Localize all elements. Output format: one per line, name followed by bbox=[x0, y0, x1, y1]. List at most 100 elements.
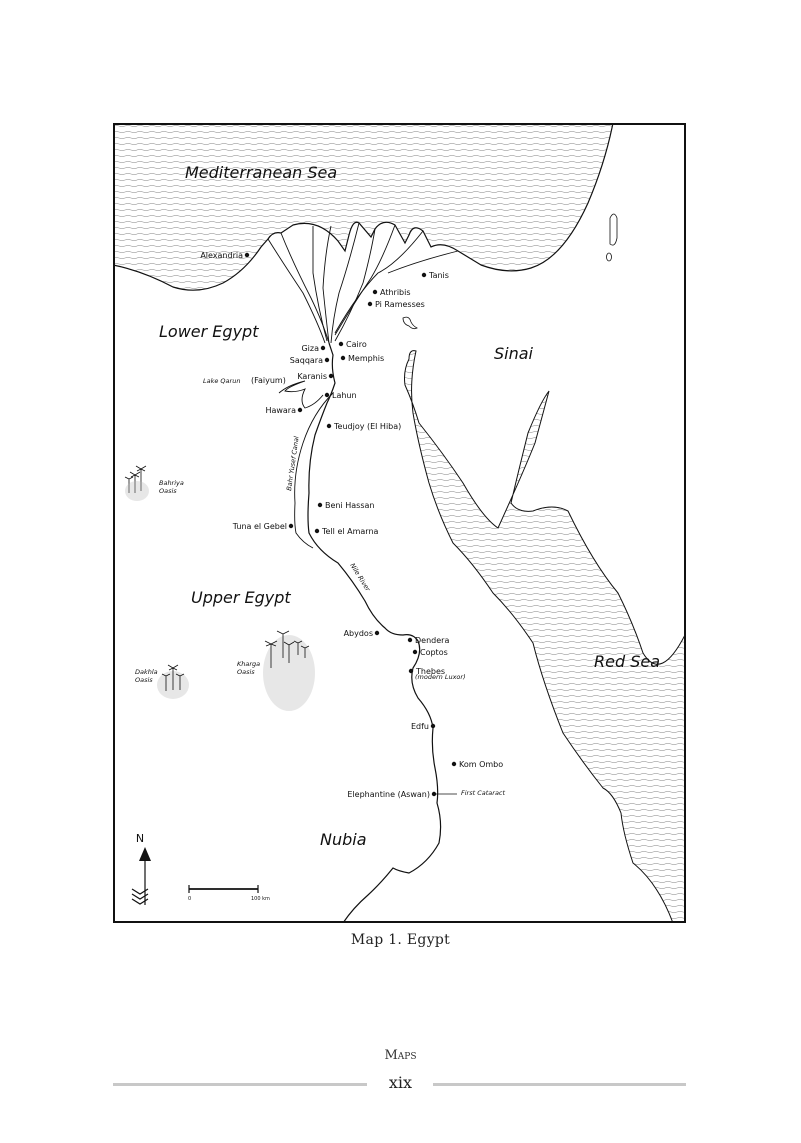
city-marker: Hawara bbox=[265, 406, 303, 415]
city-marker: Giza bbox=[301, 344, 326, 353]
label-faiyum: (Faiyum) bbox=[251, 376, 286, 385]
scale-bar: 0 100 km bbox=[188, 885, 270, 902]
city-marker: Karanis bbox=[297, 372, 334, 381]
city-dot-icon bbox=[412, 649, 418, 655]
label-nubia: Nubia bbox=[320, 830, 367, 849]
city-label: Karanis bbox=[297, 372, 327, 381]
island bbox=[606, 252, 612, 262]
city-label: Pi Ramesses bbox=[375, 300, 425, 309]
island bbox=[609, 213, 618, 246]
lake-qarun-shape bbox=[278, 380, 324, 409]
city-dot-icon bbox=[372, 289, 378, 295]
city-marker: Teudjoy (El Hiba) bbox=[326, 422, 401, 431]
svg-text:Oasis: Oasis bbox=[135, 676, 153, 684]
city-dot-icon bbox=[338, 341, 344, 347]
svg-text:Kharga: Kharga bbox=[237, 660, 260, 668]
label-sinai: Sinai bbox=[494, 344, 534, 363]
city-marker: Pi Ramesses bbox=[367, 300, 425, 309]
city-dot-icon bbox=[340, 355, 346, 361]
city-dot-icon bbox=[324, 392, 330, 398]
city-label: Kom Ombo bbox=[459, 760, 503, 769]
label-mediterranean-sea: Mediterranean Sea bbox=[185, 163, 337, 182]
city-marker: Lahun bbox=[324, 391, 357, 400]
city-label: Tell el Amarna bbox=[321, 527, 379, 536]
city-label: Coptos bbox=[420, 648, 448, 657]
city-dot-icon bbox=[244, 252, 250, 258]
label-lower-egypt: Lower Egypt bbox=[159, 322, 259, 341]
map-egypt: Mediterranean Sea Lower Egypt Sinai Uppe… bbox=[113, 123, 686, 923]
city-marker: Elephantine (Aswan) bbox=[347, 790, 437, 799]
city-marker: Dendera bbox=[407, 636, 449, 645]
svg-text:100 km: 100 km bbox=[251, 896, 270, 902]
city-label: Memphis bbox=[348, 354, 384, 363]
city-dot-icon bbox=[320, 345, 326, 351]
svg-text:Oasis: Oasis bbox=[237, 668, 255, 676]
city-dot-icon bbox=[314, 528, 320, 534]
city-dot-icon bbox=[407, 637, 413, 643]
palm-tree-icon bbox=[161, 664, 185, 691]
city-label: Tanis bbox=[428, 271, 449, 280]
island bbox=[402, 316, 418, 330]
label-bahr-yusef: Bahr Yusef Canal bbox=[285, 436, 301, 492]
city-dot-icon bbox=[324, 357, 330, 363]
city-marker: Beni Hassan bbox=[317, 501, 374, 510]
nile-river bbox=[307, 342, 442, 923]
label-first-cataract: First Cataract bbox=[461, 789, 506, 797]
map-canvas: Mediterranean Sea Lower Egypt Sinai Uppe… bbox=[113, 123, 686, 923]
city-label: Alexandria bbox=[200, 251, 243, 260]
city-dot-icon bbox=[367, 301, 373, 307]
city-marker: Coptos bbox=[412, 648, 448, 657]
label-upper-egypt: Upper Egypt bbox=[191, 588, 291, 607]
kharga-oasis: Kharga Oasis bbox=[237, 630, 315, 711]
svg-text:Dakhla: Dakhla bbox=[135, 668, 158, 676]
city-marker: Edfu bbox=[411, 722, 436, 731]
city-marker: Thebes bbox=[408, 667, 445, 676]
city-dot-icon bbox=[374, 630, 380, 636]
footer-section-title: Maps bbox=[384, 1048, 417, 1063]
svg-text:Bahriya: Bahriya bbox=[159, 479, 184, 487]
label-red-sea: Red Sea bbox=[594, 652, 660, 671]
city-label: Hawara bbox=[265, 406, 296, 415]
city-dot-icon bbox=[421, 272, 427, 278]
city-label: Edfu bbox=[411, 722, 429, 731]
city-marker: Kom Ombo bbox=[451, 760, 503, 769]
bahriya-oasis: Bahriya Oasis bbox=[124, 465, 184, 501]
city-label: Tuna el Gebel bbox=[232, 522, 287, 531]
label-modern-luxor: (modern Luxor) bbox=[415, 673, 466, 681]
north-arrow-icon: N bbox=[131, 832, 151, 905]
palm-tree-icon bbox=[124, 465, 147, 493]
dakhla-oasis: Dakhla Oasis bbox=[135, 664, 189, 699]
city-label: Teudjoy (El Hiba) bbox=[333, 422, 401, 431]
mediterranean-sea-water bbox=[113, 123, 614, 291]
city-marker: Alexandria bbox=[200, 251, 250, 260]
label-nile-river: Nile River bbox=[348, 562, 372, 594]
city-dot-icon bbox=[317, 502, 323, 508]
city-dot-icon bbox=[408, 668, 414, 674]
city-marker: Tanis bbox=[421, 271, 449, 280]
city-label: Lahun bbox=[332, 391, 357, 400]
city-label: Dendera bbox=[415, 636, 449, 645]
palm-tree-icon bbox=[264, 630, 310, 668]
city-label: Athribis bbox=[380, 288, 411, 297]
city-marker: Athribis bbox=[372, 288, 411, 297]
city-marker: Abydos bbox=[344, 629, 380, 638]
city-label: Giza bbox=[301, 344, 319, 353]
map-caption: Map 1. Egypt bbox=[350, 932, 451, 948]
nile-delta bbox=[267, 222, 459, 344]
city-dot-icon bbox=[326, 423, 332, 429]
svg-text:Oasis: Oasis bbox=[159, 487, 177, 495]
footer-rule-left bbox=[113, 1083, 367, 1086]
red-sea-water bbox=[404, 350, 686, 923]
city-dot-icon bbox=[451, 761, 457, 767]
svg-text:N: N bbox=[136, 832, 144, 845]
city-marker: Saqqara bbox=[290, 356, 330, 365]
svg-text:0: 0 bbox=[188, 896, 191, 902]
city-marker: Tell el Amarna bbox=[314, 527, 379, 536]
page-number: xix bbox=[388, 1073, 413, 1092]
label-lake-qarun: Lake Qarun bbox=[203, 377, 240, 385]
city-label: Thebes bbox=[415, 667, 445, 676]
city-label: Cairo bbox=[346, 340, 367, 349]
city-dot-icon bbox=[328, 373, 334, 379]
city-marker: Cairo bbox=[338, 340, 367, 349]
